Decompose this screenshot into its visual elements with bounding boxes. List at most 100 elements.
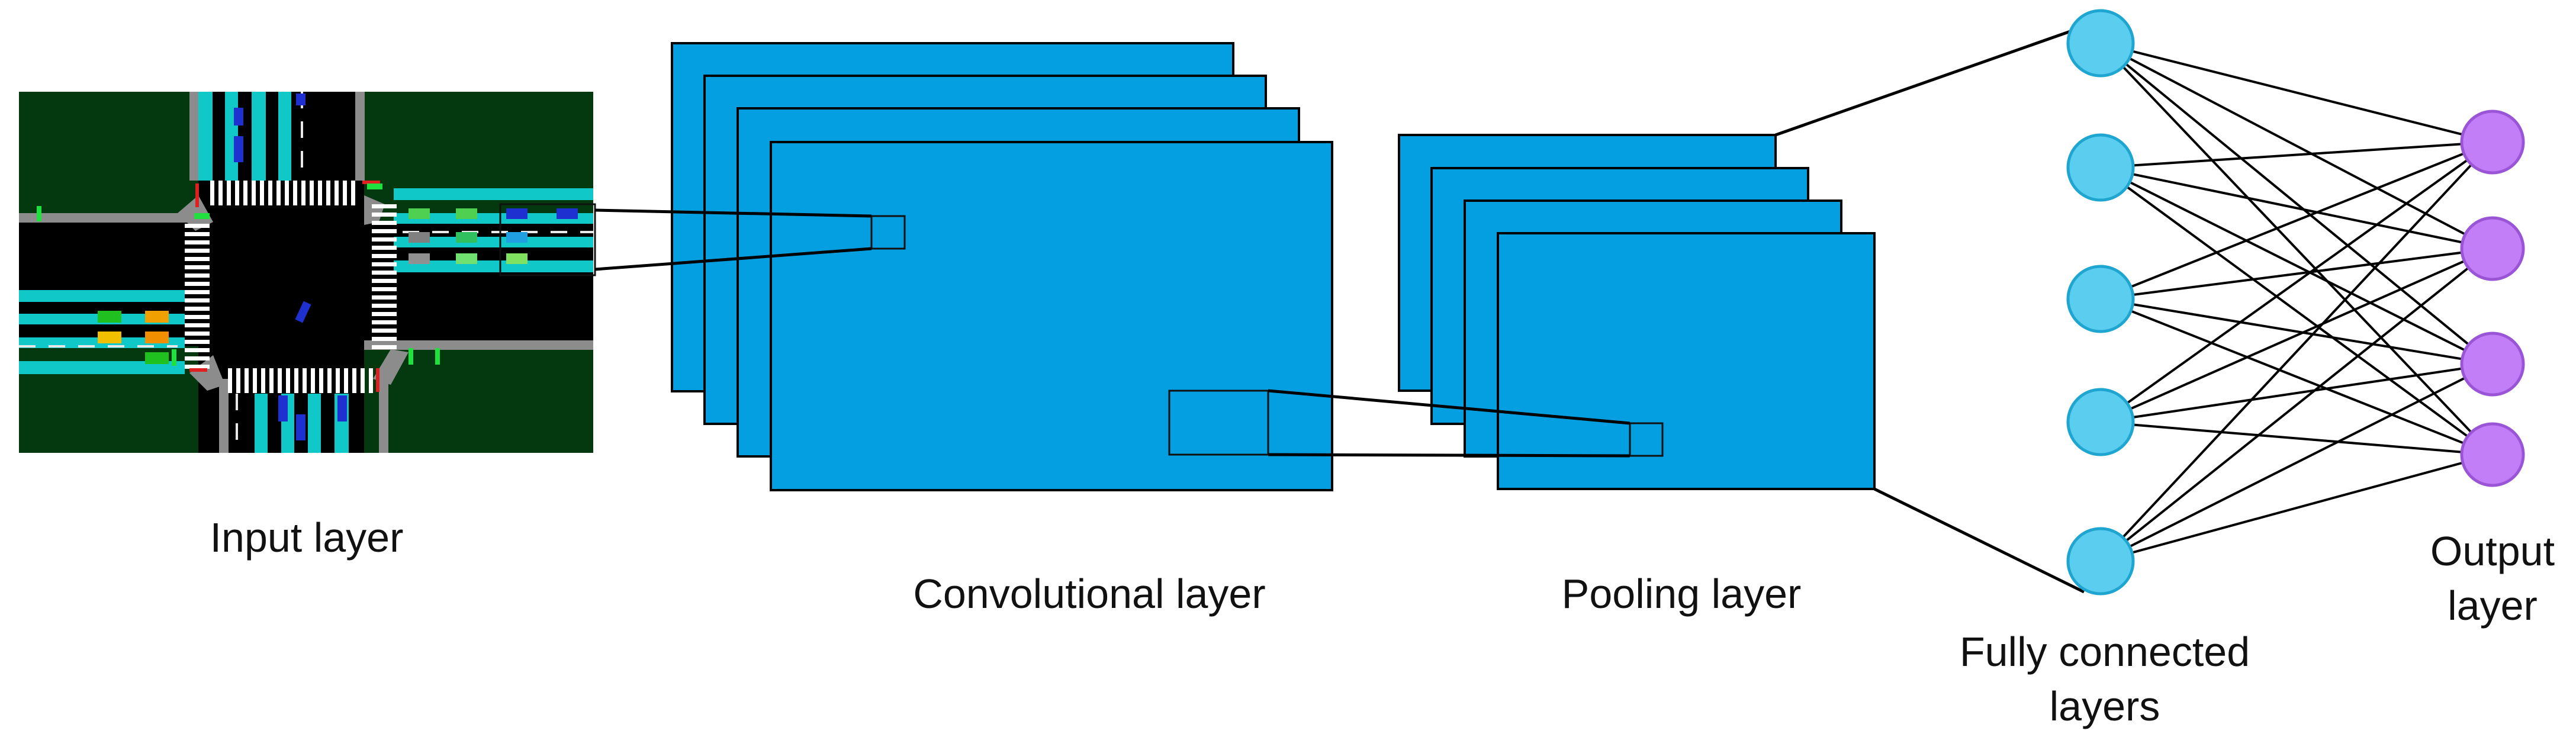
fc-connection xyxy=(2100,42,2493,143)
fc-connection xyxy=(2099,42,2494,456)
crosswalk-stripe xyxy=(268,181,272,205)
crosswalk-stripe xyxy=(351,181,355,205)
output-neuron xyxy=(2460,216,2525,281)
crosswalk-stripe xyxy=(210,181,214,205)
crosswalk-stripe xyxy=(185,240,210,244)
crosswalk-stripe xyxy=(260,181,264,205)
fully-connected-nodes xyxy=(2066,9,2525,596)
crosswalk-stripe xyxy=(372,254,397,258)
output-neuron xyxy=(2460,110,2525,175)
input-layer-label: Input layer xyxy=(210,514,404,561)
crosswalk-stripe xyxy=(185,307,210,311)
crosswalk-stripe xyxy=(185,232,210,236)
fc-connection xyxy=(2100,298,2493,456)
crosswalk-stripe xyxy=(361,368,365,393)
crosswalk-stripe xyxy=(319,368,323,393)
crosswalk-stripe xyxy=(310,181,314,205)
convolutional-layer-label: Convolutional layer xyxy=(913,571,1266,617)
crosswalks xyxy=(185,181,397,393)
output-layer-label: Output layer xyxy=(2404,524,2576,633)
input-layer-image xyxy=(19,92,596,453)
hidden-neuron xyxy=(2066,265,2135,333)
crosswalk-stripe xyxy=(303,368,307,393)
conv-feature-map xyxy=(770,141,1333,491)
hidden-neuron xyxy=(2066,527,2135,596)
hidden-neuron xyxy=(2066,133,2135,202)
crosswalk-stripe xyxy=(185,332,210,336)
crosswalk-stripe xyxy=(228,368,232,393)
fc-connection xyxy=(2099,141,2494,562)
crosswalk-stripe xyxy=(326,181,330,205)
vehicles xyxy=(37,94,578,440)
crosswalk-stripe xyxy=(369,368,373,393)
output-layer-label-line1: Output xyxy=(2430,528,2555,574)
crosswalk-stripe xyxy=(372,329,397,333)
crosswalk-stripe xyxy=(185,340,210,344)
crosswalk-stripe xyxy=(278,368,282,393)
fc-connection xyxy=(2099,141,2494,423)
pool-output-cell xyxy=(1629,422,1664,457)
fc-connection xyxy=(2100,453,2493,562)
crosswalk-stripe xyxy=(185,224,210,228)
input-receptive-field xyxy=(499,203,596,276)
crosswalk-stripe xyxy=(311,368,315,393)
crosswalk-stripe xyxy=(372,312,397,316)
fc-connection xyxy=(2100,247,2493,300)
crosswalk-stripe xyxy=(372,337,397,341)
fully-connected-label-line1: Fully connected xyxy=(1959,629,2250,675)
crosswalk-stripe xyxy=(286,368,290,393)
pool-feature-map xyxy=(1497,232,1876,490)
crosswalk-stripe xyxy=(372,304,397,308)
pool-window xyxy=(1168,390,1269,456)
crosswalk-stripe xyxy=(235,181,239,205)
fc-connection xyxy=(2100,166,2493,365)
crosswalk-stripe xyxy=(269,368,274,393)
crosswalk-stripe xyxy=(344,368,348,393)
fc-connection xyxy=(2099,247,2494,562)
crosswalk-stripe xyxy=(336,368,340,393)
crosswalk-stripe xyxy=(185,365,210,369)
output-neuron xyxy=(2460,332,2525,397)
crosswalk-stripe xyxy=(185,348,210,352)
crosswalk-stripe xyxy=(318,181,322,205)
crosswalk-stripe xyxy=(185,257,210,261)
crosswalk-stripe xyxy=(335,181,339,205)
fc-connection xyxy=(2100,166,2493,250)
crosswalk-stripe xyxy=(352,368,356,393)
crosswalk-stripe xyxy=(301,181,305,205)
conv-kernel-cell xyxy=(870,215,906,250)
crosswalk-stripe xyxy=(343,181,347,205)
crosswalk-stripe xyxy=(372,262,397,266)
crosswalk-stripe xyxy=(372,295,397,300)
pooling-layer xyxy=(1398,134,1876,490)
output-layer-label-line2: layer xyxy=(2448,582,2538,629)
crosswalk-stripe xyxy=(185,290,210,294)
crosswalk-stripe xyxy=(227,181,231,205)
fc-connection xyxy=(2100,141,2493,300)
crosswalk-stripe xyxy=(185,323,210,327)
crosswalk-stripe xyxy=(243,181,247,205)
crosswalk-stripe xyxy=(294,368,298,393)
fully-connected-label-line2: layers xyxy=(2049,683,2160,729)
crosswalk-stripe xyxy=(372,229,397,233)
fc-connection xyxy=(2100,141,2493,169)
crosswalk-stripe xyxy=(372,204,397,208)
crosswalk-stripe xyxy=(185,356,210,361)
crosswalk-stripe xyxy=(218,181,223,205)
crosswalk-stripe xyxy=(185,315,210,319)
fc-connection xyxy=(2100,298,2493,365)
crosswalk-stripe xyxy=(253,368,257,393)
crosswalk-stripe xyxy=(185,298,210,302)
fc-connection xyxy=(2099,42,2494,365)
fully-connected-edges xyxy=(2099,42,2494,562)
fc-connection xyxy=(2100,421,2493,456)
fc-connection xyxy=(2099,166,2494,456)
crosswalk-stripe xyxy=(327,368,332,393)
fc-connection xyxy=(2100,363,2493,423)
fully-connected-label: Fully connected layers xyxy=(1909,625,2300,733)
crosswalk-stripe xyxy=(285,181,289,205)
crosswalk-stripe xyxy=(372,279,397,283)
crosswalk-stripe xyxy=(372,345,397,349)
crosswalk-stripe xyxy=(276,181,281,205)
